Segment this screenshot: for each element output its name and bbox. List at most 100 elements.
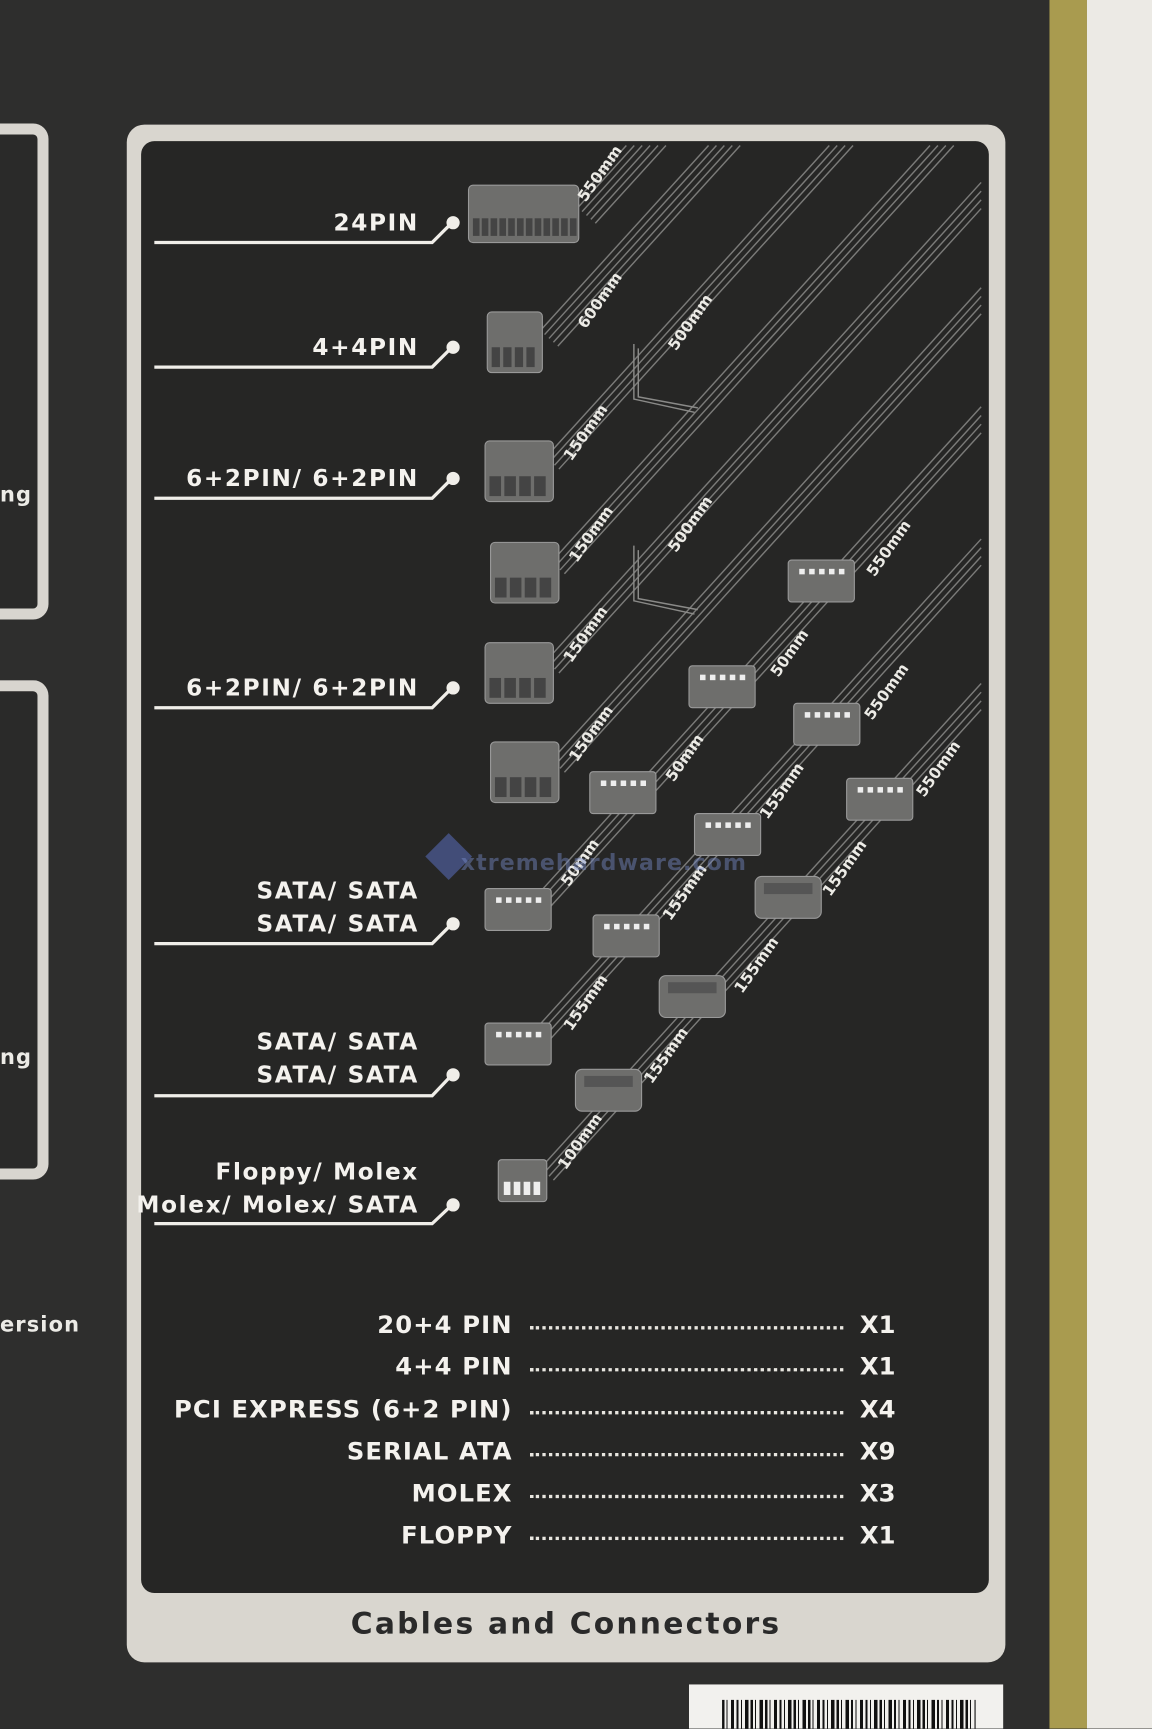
cable-wire xyxy=(590,145,659,220)
connector-part xyxy=(705,822,712,828)
cable-wire xyxy=(545,145,830,458)
cable-wire xyxy=(557,145,741,347)
sata-connector-icon xyxy=(846,777,914,821)
count-name: SERIAL ATA xyxy=(346,1438,513,1467)
connector-part xyxy=(552,218,559,236)
connector-part xyxy=(887,787,893,793)
connector-part xyxy=(491,347,500,368)
connector-part xyxy=(513,1181,521,1195)
connector-part xyxy=(834,712,841,718)
barcode-icon xyxy=(722,1699,976,1729)
connector-part xyxy=(503,347,512,368)
eps-connector-icon xyxy=(486,311,543,374)
cable-length-label: 550mm xyxy=(574,142,626,205)
count-name: 4+4 PIN xyxy=(395,1353,513,1382)
cable-wire xyxy=(581,145,643,213)
watermark: xtremehardware.com xyxy=(460,848,748,876)
cable-length-label: 600mm xyxy=(574,269,626,332)
label-line: Molex/ Molex/ SATA xyxy=(136,1191,419,1219)
barcode-label xyxy=(688,1684,1004,1729)
connector-part xyxy=(561,218,568,236)
connector-part xyxy=(804,712,811,718)
connector-part xyxy=(688,665,756,709)
connector-part xyxy=(539,577,552,598)
sata-connector-icon xyxy=(688,665,756,709)
connector-part xyxy=(700,674,706,681)
cable-wire xyxy=(544,145,717,336)
connector-part xyxy=(793,702,861,746)
connector-part xyxy=(584,1075,633,1087)
connector-part xyxy=(515,1031,522,1038)
sata-connector-icon xyxy=(793,702,861,746)
connector-part xyxy=(610,780,617,787)
cable-wire xyxy=(585,145,651,216)
connector-part xyxy=(517,218,524,236)
label-leader-line xyxy=(154,346,454,369)
count-qty: X1 xyxy=(859,1353,896,1382)
connector-part xyxy=(739,674,746,681)
connector-part xyxy=(519,677,531,698)
connector-part xyxy=(509,577,522,598)
connector-part xyxy=(534,218,542,236)
label-line: 6+2PIN/ 6+2PIN xyxy=(186,674,419,702)
cable-length-label: 50mm xyxy=(662,731,707,785)
cable-wire xyxy=(559,145,947,571)
dotted-leader xyxy=(530,1326,844,1330)
sata-connector-icon xyxy=(693,813,762,857)
cable-wire xyxy=(559,304,982,769)
connector-part xyxy=(787,559,855,603)
cable-length-label: 155mm xyxy=(819,837,871,900)
cable-wire xyxy=(537,423,982,913)
cable-wire xyxy=(541,432,982,917)
connector-part xyxy=(524,577,537,598)
cable-wire xyxy=(555,295,982,765)
connector-part xyxy=(668,982,717,994)
connector-part xyxy=(715,822,721,828)
cable-wire xyxy=(528,406,982,905)
cable-branch xyxy=(633,343,695,413)
label-leader-line xyxy=(154,221,454,245)
molex-connector-icon xyxy=(754,875,822,919)
atx24-connector-icon xyxy=(467,184,580,244)
count-qty: X4 xyxy=(859,1396,896,1425)
cable-wire xyxy=(558,208,982,674)
cable-length-label: 100mm xyxy=(554,1110,606,1173)
panel-title: Cables and Connectors xyxy=(350,1607,782,1642)
connector-part xyxy=(503,1181,511,1195)
cable-wire xyxy=(594,145,667,224)
connector-part xyxy=(614,923,620,930)
connector-part xyxy=(533,1181,541,1195)
connector-part xyxy=(809,568,815,575)
connector-part xyxy=(539,777,552,798)
label-4-4pin: 4+4PIN xyxy=(312,331,419,364)
connector-part xyxy=(497,1159,548,1203)
connector-part xyxy=(754,875,822,919)
connector-part xyxy=(844,712,850,718)
connector-part xyxy=(525,1031,532,1038)
floppy-connector-icon xyxy=(497,1159,548,1203)
connector-part xyxy=(592,914,660,958)
cable-wire xyxy=(549,190,982,666)
dotted-leader xyxy=(530,1536,844,1541)
cable-wire xyxy=(537,556,982,1045)
connector-part xyxy=(814,712,821,718)
connector-part xyxy=(799,568,805,575)
connector-part xyxy=(526,347,535,368)
connector-part xyxy=(525,218,533,236)
molex-connector-icon xyxy=(574,1068,643,1112)
gold-edge-strip xyxy=(1049,0,1087,1729)
connector-part xyxy=(481,218,489,236)
cable-wire xyxy=(533,415,982,909)
label-line: SATA/ SATA xyxy=(256,1061,419,1089)
label-line: Floppy/ Molex xyxy=(215,1158,419,1186)
count-qty: X9 xyxy=(859,1438,896,1467)
label-line: SATA/ SATA xyxy=(256,877,419,904)
connector-part xyxy=(643,923,650,930)
connector-part xyxy=(640,780,647,787)
connector-part xyxy=(877,787,884,793)
dotted-leader xyxy=(530,1411,844,1415)
label-dot xyxy=(446,340,460,354)
cable-branch xyxy=(633,545,695,615)
connector-part xyxy=(525,897,532,903)
